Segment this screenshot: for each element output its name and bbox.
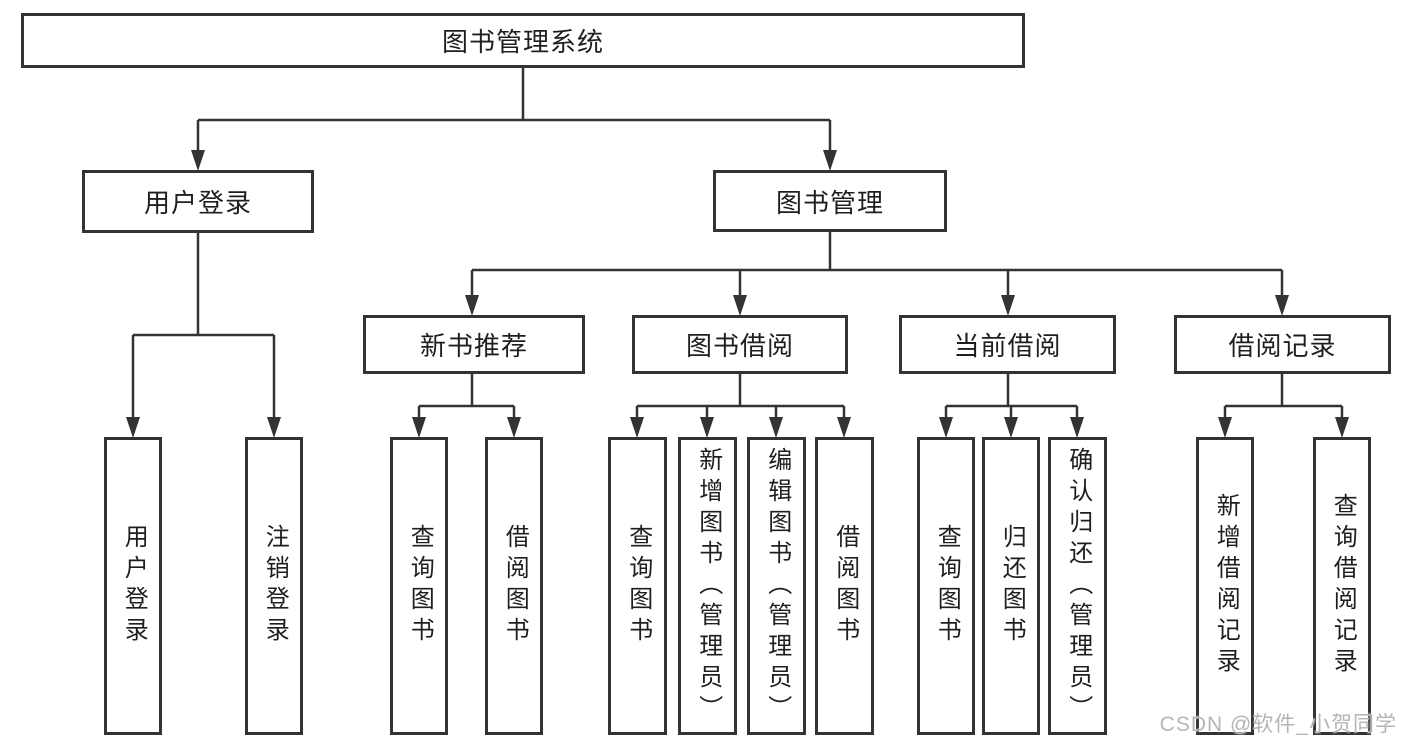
leaf-label: 注销登录 bbox=[261, 524, 289, 648]
node-leaf-logout: 注销登录 bbox=[245, 437, 303, 735]
leaf-label: 确认归还（管理员） bbox=[1064, 446, 1092, 726]
node-current-borrowing: 当前借阅 bbox=[899, 315, 1116, 374]
leaf-label: 查询图书 bbox=[933, 524, 961, 648]
leaf-label: 新增借阅记录 bbox=[1212, 493, 1240, 679]
arrowheads-current-borrow-children bbox=[939, 417, 1084, 438]
arrowheads-new-book-children bbox=[412, 417, 521, 438]
connector-new-book-children bbox=[417, 374, 516, 418]
node-leaf-add-books-admin: 新增图书（管理员） bbox=[678, 437, 737, 735]
csdn-watermark: CSDN @软件_小贺同学 bbox=[1159, 713, 1397, 736]
node-borrowing-records: 借阅记录 bbox=[1174, 315, 1391, 374]
connector-borrow-record-children bbox=[1223, 374, 1344, 418]
connector-user-login-children bbox=[131, 233, 276, 418]
node-leaf-borrow-books-1: 借阅图书 bbox=[485, 437, 543, 735]
node-leaf-confirm-return-admin: 确认归还（管理员） bbox=[1048, 437, 1107, 735]
leaf-label: 归还图书 bbox=[998, 524, 1026, 648]
leaf-label: 借阅图书 bbox=[501, 524, 529, 648]
leaf-label: 查询借阅记录 bbox=[1329, 493, 1357, 679]
leaf-label: 编辑图书（管理员） bbox=[763, 446, 791, 726]
leaf-label: 用户登录 bbox=[120, 524, 148, 648]
connector-book-borrow-children bbox=[635, 374, 846, 418]
leaf-label: 新增图书（管理员） bbox=[694, 446, 722, 726]
node-leaf-query-books-3: 查询图书 bbox=[917, 437, 975, 735]
node-leaf-user-login: 用户登录 bbox=[104, 437, 162, 735]
connector-book-management-children bbox=[470, 232, 1284, 298]
node-leaf-query-borrow-record: 查询借阅记录 bbox=[1313, 437, 1371, 735]
node-leaf-query-books-2: 查询图书 bbox=[608, 437, 667, 735]
arrowheads-user-login-children bbox=[126, 417, 281, 438]
node-user-login-branch: 用户登录 bbox=[82, 170, 314, 233]
node-library-management-system: 图书管理系统 bbox=[21, 13, 1025, 68]
node-leaf-borrow-books-2: 借阅图书 bbox=[815, 437, 874, 735]
leaf-label: 查询图书 bbox=[624, 524, 652, 648]
arrowheads-borrow-record-children bbox=[1218, 417, 1349, 438]
node-book-management-branch: 图书管理 bbox=[713, 170, 947, 232]
leaf-label: 查询图书 bbox=[406, 524, 434, 648]
arrowheads-book-borrow-children bbox=[630, 417, 851, 438]
leaf-label: 借阅图书 bbox=[831, 524, 859, 648]
node-leaf-edit-books-admin: 编辑图书（管理员） bbox=[747, 437, 806, 735]
connector-root-to-level2 bbox=[196, 68, 832, 152]
node-leaf-add-borrow-record: 新增借阅记录 bbox=[1196, 437, 1254, 735]
node-leaf-return-books: 归还图书 bbox=[982, 437, 1040, 735]
arrowheads-level3 bbox=[465, 295, 1289, 316]
node-leaf-query-books-1: 查询图书 bbox=[390, 437, 448, 735]
connector-current-borrow-children bbox=[944, 374, 1079, 418]
arrowheads-level2 bbox=[191, 150, 837, 171]
node-new-book-recommendation: 新书推荐 bbox=[363, 315, 585, 374]
node-book-borrowing: 图书借阅 bbox=[632, 315, 848, 374]
